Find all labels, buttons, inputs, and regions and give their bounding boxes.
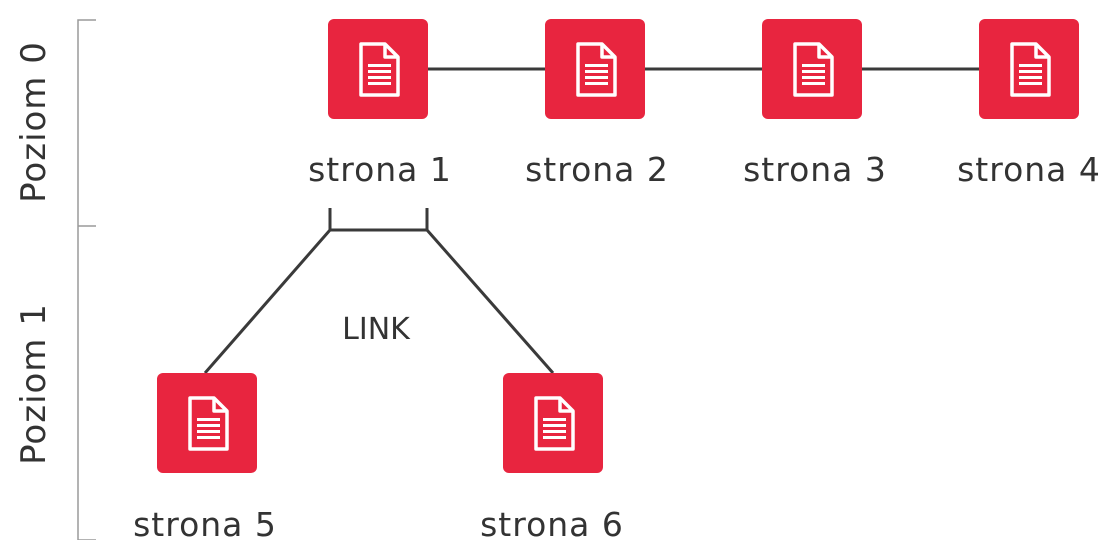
document-icon bbox=[359, 42, 400, 97]
page-node-strona-6[interactable] bbox=[503, 373, 603, 473]
document-icon bbox=[1010, 42, 1051, 97]
page-label-strona-6: strona 6 bbox=[480, 505, 624, 544]
document-icon bbox=[188, 396, 229, 451]
link-label: LINK bbox=[342, 312, 410, 347]
page-label-strona-3: strona 3 bbox=[743, 150, 887, 189]
page-node-strona-4[interactable] bbox=[979, 19, 1079, 119]
page-node-strona-5[interactable] bbox=[157, 373, 257, 473]
page-label-strona-2: strona 2 bbox=[525, 150, 669, 189]
link-bracket bbox=[328, 208, 429, 232]
link-to-strona-6 bbox=[425, 229, 555, 374]
link-to-strona-5 bbox=[203, 229, 332, 374]
document-icon bbox=[576, 42, 617, 97]
page-node-strona-1[interactable] bbox=[328, 19, 428, 119]
level-label-1: Poziom 1 bbox=[14, 303, 54, 465]
document-icon bbox=[534, 396, 575, 451]
level-bracket bbox=[77, 19, 96, 540]
page-node-strona-3[interactable] bbox=[762, 19, 862, 119]
page-label-strona-4: strona 4 bbox=[957, 150, 1101, 189]
page-label-strona-1: strona 1 bbox=[308, 150, 452, 189]
level-label-0: Poziom 0 bbox=[14, 41, 54, 203]
document-icon bbox=[793, 42, 834, 97]
page-node-strona-2[interactable] bbox=[545, 19, 645, 119]
page-label-strona-5: strona 5 bbox=[133, 505, 277, 544]
